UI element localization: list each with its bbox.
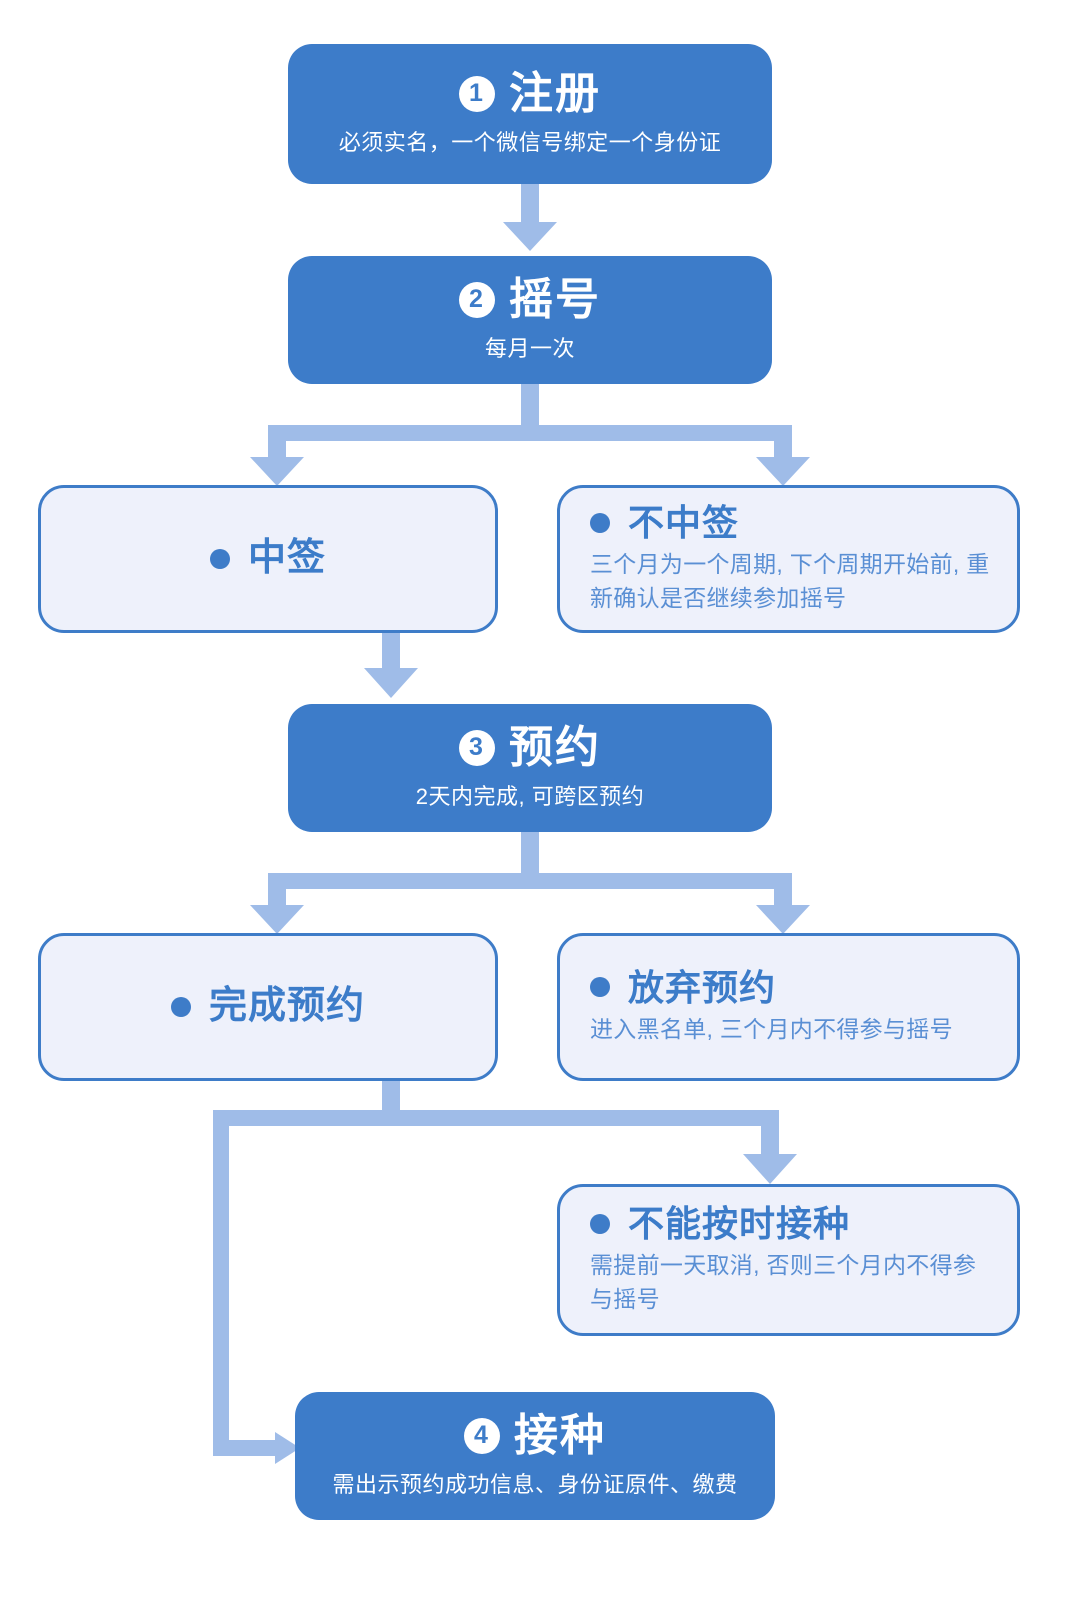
- outcome-box-appointment-done[interactable]: 完成预约: [38, 933, 498, 1081]
- outcome-title-row: 不中签: [590, 503, 991, 543]
- step-subtitle: 每月一次: [484, 335, 575, 361]
- step-title: 预约: [509, 722, 601, 772]
- outcome-content: 完成预约: [41, 936, 495, 1078]
- step-title: 注册: [509, 68, 601, 118]
- step-box-register[interactable]: 1 注册 必须实名，一个微信号绑定一个身份证: [288, 44, 772, 184]
- outcome-description: 进入黑名单, 三个月内不得参与摇号: [590, 1016, 953, 1043]
- step-subtitle: 2天内完成, 可跨区预约: [415, 783, 645, 809]
- step-title-row: 3 预约: [459, 722, 601, 772]
- step-number-badge: 3: [459, 729, 495, 766]
- outcome-title-row: 不能按时接种: [590, 1204, 991, 1244]
- bullet-dot-icon: [590, 977, 610, 998]
- bullet-dot-icon: [170, 997, 191, 1017]
- step-number-badge: 2: [459, 281, 495, 318]
- step-title-row: 4 接种: [464, 1410, 606, 1460]
- bullet-dot-icon: [590, 1213, 610, 1234]
- outcome-title: 完成预约: [208, 985, 365, 1028]
- outcome-box-cannot-attend[interactable]: 不能按时接种 需提前一天取消, 否则三个月内不得参与摇号: [557, 1184, 1020, 1336]
- outcome-title-row: 放弃预约: [590, 966, 991, 1008]
- outcome-description: 需提前一天取消, 否则三个月内不得参与摇号: [590, 1252, 977, 1312]
- step-box-appointment[interactable]: 3 预约 2天内完成, 可跨区预约: [288, 704, 772, 832]
- step-title: 摇号: [509, 274, 601, 324]
- step-title-row: 2 摇号: [459, 274, 601, 324]
- step-subtitle: 必须实名，一个微信号绑定一个身份证: [338, 129, 722, 155]
- step-title-row: 1 注册: [459, 68, 601, 118]
- step-title: 接种: [514, 1410, 606, 1460]
- step-subtitle: 需出示预约成功信息、身份证原件、缴费: [332, 1471, 738, 1497]
- outcome-title: 放弃预约: [628, 966, 777, 1008]
- outcome-content: 不能按时接种 需提前一天取消, 否则三个月内不得参与摇号: [560, 1187, 1017, 1333]
- outcome-description: 三个月为一个周期, 下个周期开始前, 重新确认是否继续参加摇号: [590, 551, 990, 611]
- outcome-content: 放弃预约 进入黑名单, 三个月内不得参与摇号: [560, 936, 1017, 1078]
- outcome-title: 中签: [247, 537, 326, 580]
- connector-register-to-lottery: [503, 184, 557, 251]
- outcome-title: 不中签: [628, 501, 740, 543]
- connector-appointment-branch: [250, 831, 810, 934]
- step-box-vaccination[interactable]: 4 接种 需出示预约成功信息、身份证原件、缴费: [295, 1392, 775, 1520]
- step-number-badge: 4: [464, 1417, 500, 1454]
- outcome-title: 不能按时接种: [628, 1202, 851, 1244]
- step-box-lottery[interactable]: 2 摇号 每月一次: [288, 256, 772, 384]
- bullet-dot-icon: [209, 549, 230, 569]
- outcome-box-appointment-abandoned[interactable]: 放弃预约 进入黑名单, 三个月内不得参与摇号: [557, 933, 1020, 1081]
- connector-won-to-appointment: [364, 632, 418, 698]
- outcome-content: 中签: [41, 488, 495, 630]
- step-number-badge: 1: [459, 75, 495, 112]
- outcome-content: 不中签 三个月为一个周期, 下个周期开始前, 重新确认是否继续参加摇号: [560, 488, 1017, 630]
- outcome-box-won[interactable]: 中签: [38, 485, 498, 633]
- connector-lottery-branch: [250, 383, 810, 486]
- outcome-box-not-won[interactable]: 不中签 三个月为一个周期, 下个周期开始前, 重新确认是否继续参加摇号: [557, 485, 1020, 633]
- bullet-dot-icon: [590, 512, 610, 533]
